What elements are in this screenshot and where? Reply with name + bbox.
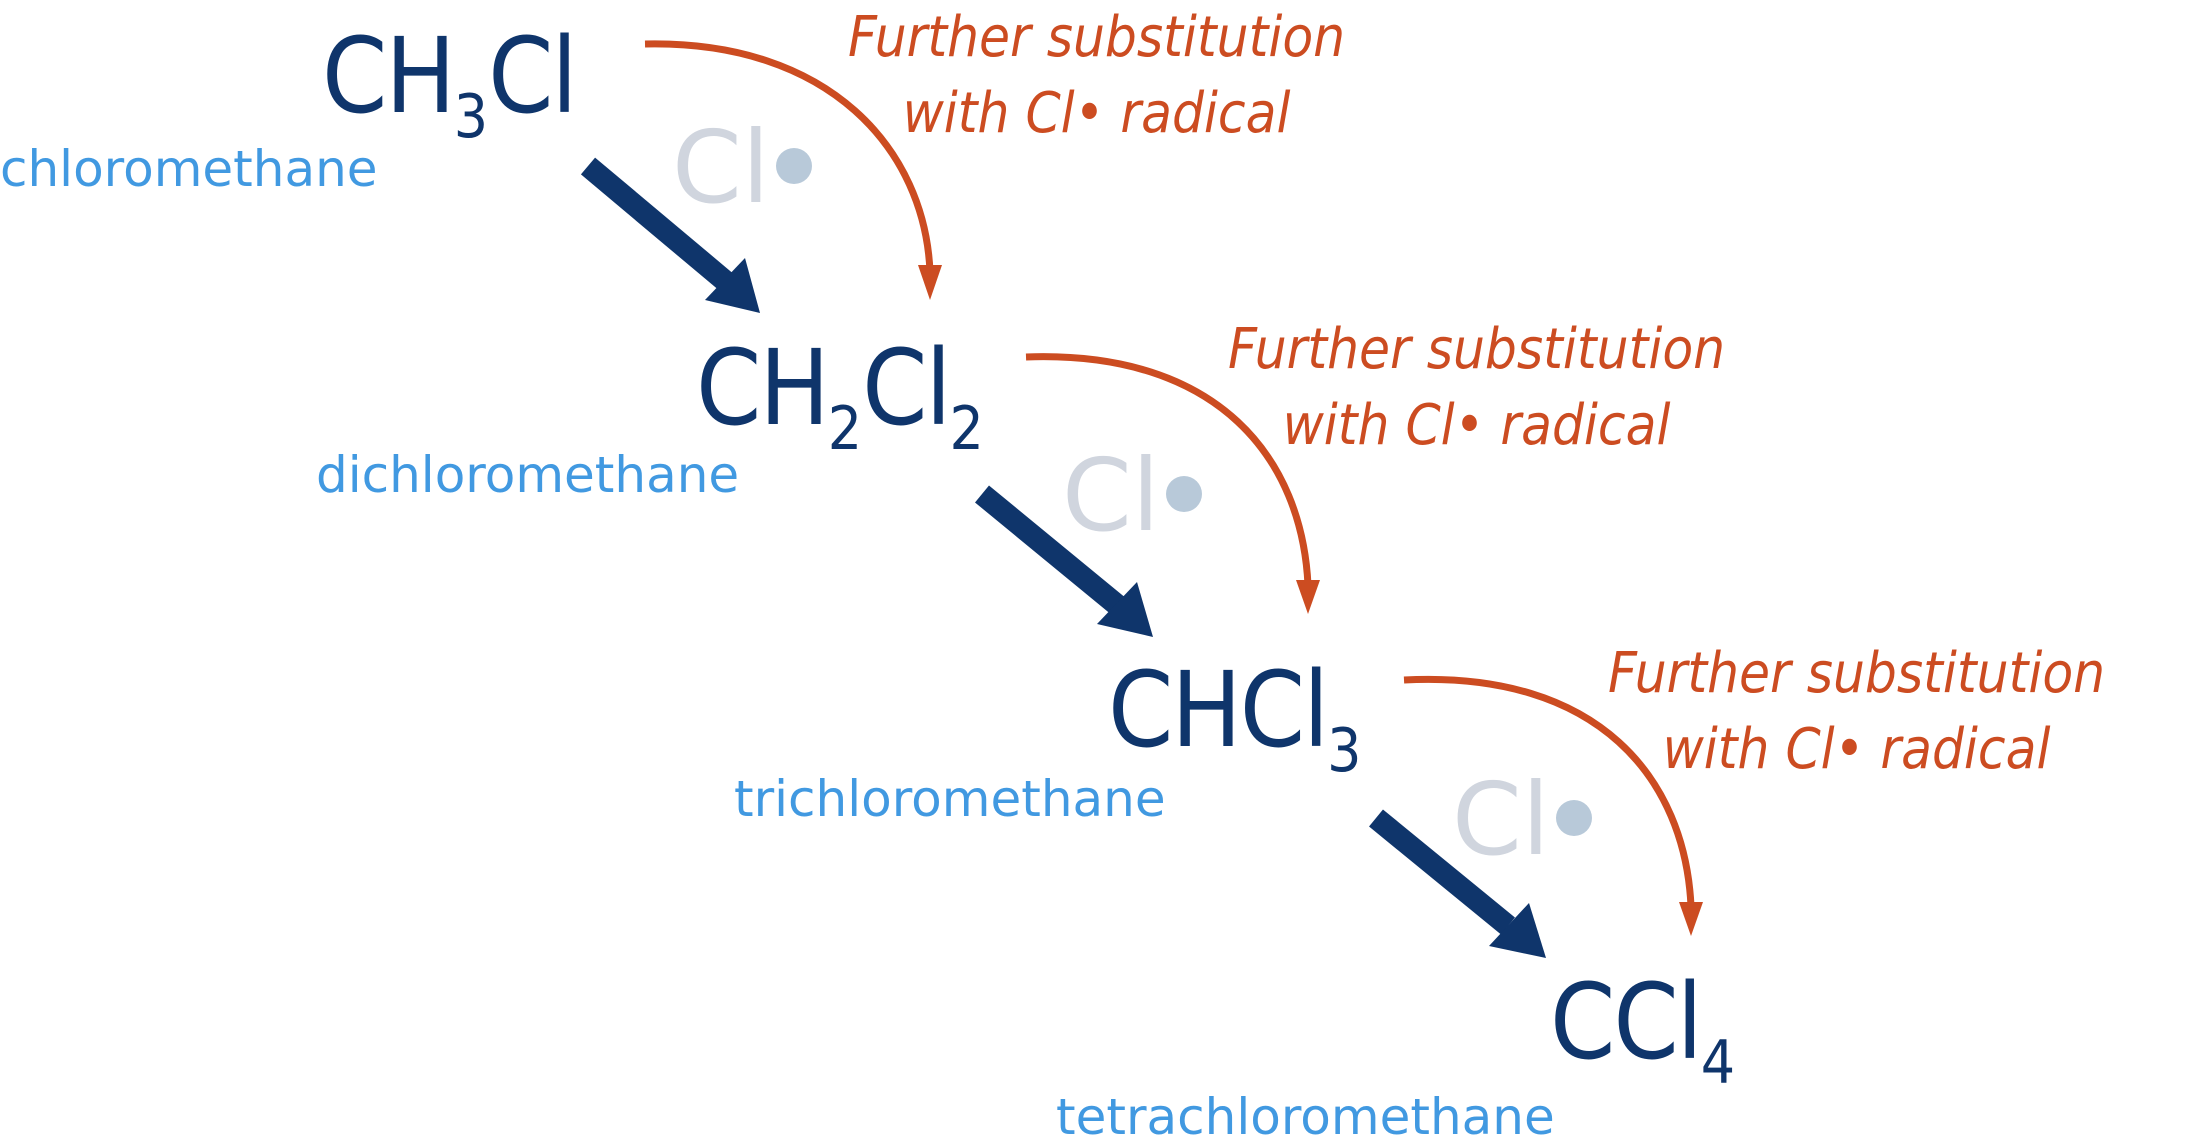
annotation-2: Further substitution with Cl• radical — [1228, 312, 1725, 463]
radical-label: Cl — [672, 109, 770, 226]
reaction-arrow-1 — [580, 157, 760, 313]
formula-subscript: 3 — [453, 82, 489, 153]
formula-tetrachloromethane: CCl4 — [1550, 970, 1735, 1093]
formula-part: CHCl — [1108, 649, 1329, 771]
formula-trichloromethane: CHCl3 — [1108, 658, 1361, 781]
formula-subscript: 4 — [1700, 1028, 1736, 1099]
formula-subscript: 3 — [1327, 716, 1362, 787]
curved-arrow-3 — [1403, 675, 1703, 936]
chlorine-radical-1: Cl — [672, 118, 812, 218]
radical-dot-icon — [775, 148, 812, 184]
formula-dichloromethane: CH2Cl2 — [696, 336, 984, 459]
name-tetrachloromethane: tetrachloromethane — [1056, 1088, 1555, 1146]
formula-chloromethane: CH3Cl — [322, 24, 577, 147]
name-dichloromethane: dichloromethane — [316, 446, 740, 504]
annotation-line: Further substitution — [1608, 641, 2106, 706]
reaction-arrow-3 — [1369, 809, 1546, 958]
annotation-1: Further substitution with Cl• radical — [848, 0, 1345, 151]
curved-arrow-2 — [1025, 353, 1320, 614]
annotation-line: Further substitution — [848, 5, 1346, 70]
chlorine-radical-2: Cl — [1062, 446, 1202, 546]
radical-label: Cl — [1452, 761, 1550, 878]
formula-subscript: 2 — [949, 394, 984, 465]
formula-subscript: 2 — [827, 394, 863, 465]
formula-part: CH — [322, 15, 456, 137]
radical-dot-icon — [1555, 800, 1592, 836]
name-trichloromethane: trichloromethane — [734, 770, 1166, 828]
annotation-line: Further substitution — [1228, 317, 1726, 382]
annotation-3: Further substitution with Cl• radical — [1608, 636, 2105, 787]
annotation-line: with Cl• radical — [1662, 716, 2051, 782]
chlorine-radical-3: Cl — [1452, 770, 1592, 870]
annotation-line: with Cl• radical — [902, 80, 1291, 146]
formula-part: Cl — [862, 327, 951, 449]
radical-dot-icon — [1165, 476, 1202, 512]
annotation-line: with Cl• radical — [1282, 392, 1671, 458]
reaction-arrow-2 — [975, 485, 1153, 637]
formula-part: Cl — [488, 15, 577, 137]
name-chloromethane: chloromethane — [0, 140, 378, 198]
curved-arrow-1 — [644, 40, 942, 300]
formula-part: CH — [696, 327, 830, 449]
formula-part: CCl — [1550, 961, 1703, 1083]
radical-label: Cl — [1062, 437, 1160, 554]
